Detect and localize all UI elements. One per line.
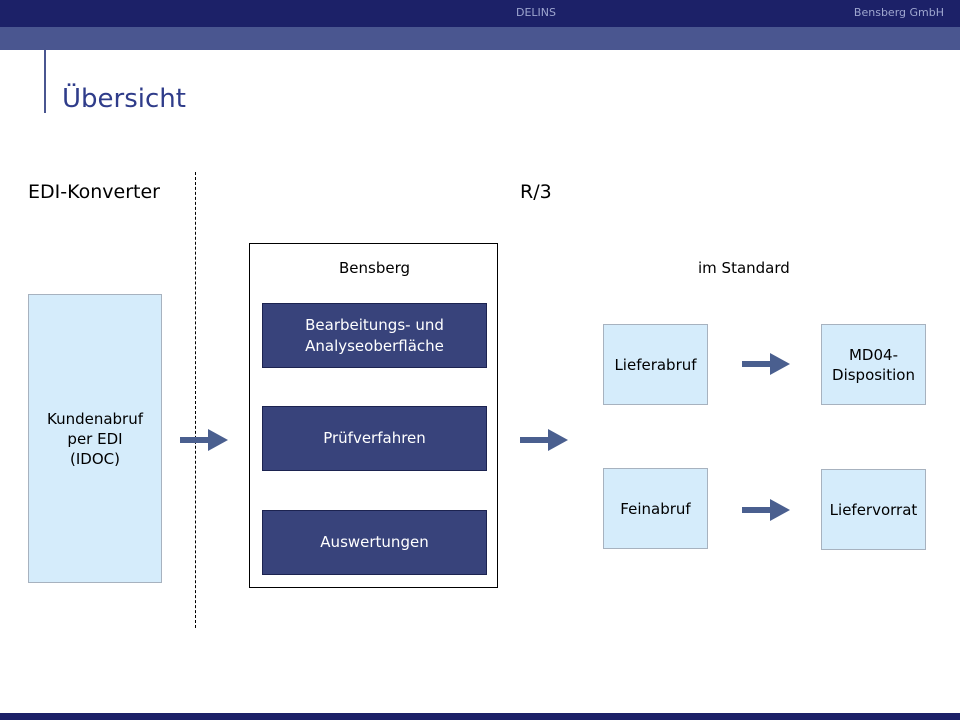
page-title: Übersicht [62, 84, 186, 114]
header-bar: DELINS Bensberg GmbH [0, 0, 960, 27]
bensberg-label: Bensberg [339, 259, 411, 277]
fine-call-box: Feinabruf [603, 468, 708, 549]
section-label-edi: EDI-Konverter [28, 181, 160, 203]
editing-analysis-box: Bearbeitungs- und Analyseoberfläche [262, 303, 487, 368]
arrow-right-icon [180, 429, 228, 451]
section-label-r3: R/3 [520, 181, 552, 203]
header-vertical-rule [44, 27, 46, 113]
check-procedure-box: Prüfverfahren [262, 406, 487, 471]
customer-edi-box: Kundenabruf per EDI (IDOC) [28, 294, 162, 583]
delivery-stock-box: Liefervorrat [821, 469, 926, 550]
arrow-right-icon [742, 499, 790, 521]
footer-bar [0, 713, 960, 720]
arrow-right-icon [742, 353, 790, 375]
delivery-call-box: Lieferabruf [603, 324, 708, 405]
standard-label: im Standard [698, 259, 790, 277]
header-subbar [0, 27, 960, 50]
md04-disposition-box: MD04- Disposition [821, 324, 926, 405]
evaluations-box: Auswertungen [262, 510, 487, 575]
arrow-right-icon [520, 429, 568, 451]
header-company-text: Bensberg GmbH [853, 6, 944, 19]
section-divider [195, 172, 196, 628]
header-center-text: DELINS [516, 6, 557, 19]
